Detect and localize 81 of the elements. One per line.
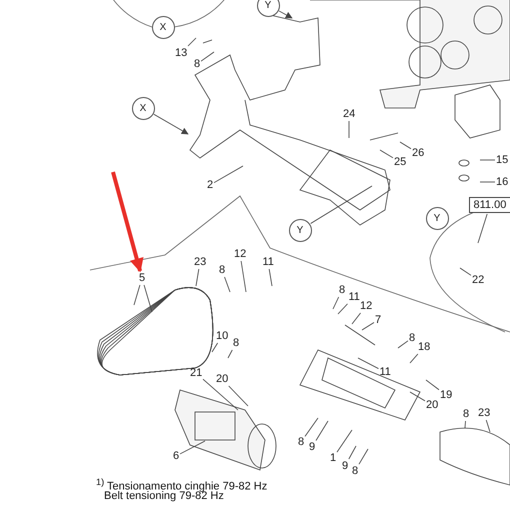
callout-number: 8: [219, 264, 226, 276]
leader-line: [228, 386, 248, 406]
callout-number: 10: [216, 330, 228, 342]
callout-number: 2: [207, 179, 214, 191]
callout-number: 20: [426, 399, 438, 411]
leader-line: [212, 342, 218, 352]
leader-line: [398, 340, 408, 348]
leader-line: [144, 284, 152, 312]
callout-number: 20: [216, 373, 228, 385]
callout-number: 21: [190, 367, 202, 379]
leader-line: [338, 304, 348, 314]
leader-line: [214, 166, 244, 184]
callout-number: 16: [496, 176, 508, 188]
callout-number: 7: [375, 314, 382, 326]
detail-circle-label: X: [152, 16, 174, 38]
callout-number: 12: [234, 248, 246, 260]
callout-number: 8: [298, 436, 304, 448]
leader-line: [332, 296, 340, 310]
callout-number: 5: [139, 272, 146, 284]
callout-number: 22: [472, 274, 484, 286]
leader-line: [348, 120, 350, 138]
leader-line: [362, 322, 374, 330]
leader-line: [240, 260, 246, 292]
note-text: Belt tensioning 79-82 Hz: [104, 490, 224, 503]
leader-line: [400, 142, 412, 150]
callout-number: 25: [394, 156, 406, 168]
leader-line: [200, 52, 214, 62]
callout-number: 8: [409, 332, 416, 344]
leader-line: [188, 38, 196, 46]
arrow: [111, 171, 144, 272]
detail-circle-label: X: [132, 96, 154, 120]
callout-number: 8: [463, 408, 470, 420]
leader-line: [134, 284, 140, 306]
leader-line: [348, 446, 356, 460]
callout-number: 12: [360, 300, 372, 312]
detail-circle-label: Y: [288, 218, 312, 242]
callout-number: 11: [348, 291, 360, 303]
reference-box: 811.00: [468, 197, 510, 213]
leader-line: [224, 276, 230, 292]
callout-number: 8: [194, 58, 200, 70]
leader-line: [486, 420, 490, 432]
leader-line: [352, 312, 361, 324]
callout-number: 8: [233, 337, 240, 349]
leader-line: [380, 150, 394, 158]
arrow: [278, 10, 293, 18]
leader-line: [304, 418, 318, 437]
callout-number: 9: [342, 460, 348, 472]
leader-line: [196, 268, 200, 286]
callout-number: 11: [262, 256, 274, 268]
leader-line: [180, 440, 206, 454]
leader-line: [310, 186, 372, 224]
arrow: [153, 114, 189, 134]
detail-circle-label: Y: [426, 206, 448, 230]
leader-line: [268, 268, 272, 286]
leader-line: [410, 354, 418, 364]
leader-line: [426, 380, 440, 390]
leader-line: [410, 392, 426, 402]
callout-number: 15: [496, 154, 508, 166]
callout-number: 9: [309, 441, 316, 453]
callout-number: 6: [173, 450, 180, 462]
callout-number: 18: [418, 341, 430, 353]
callout-number: 11: [380, 366, 391, 378]
callout-number: 26: [412, 147, 424, 159]
leader-line: [316, 420, 328, 441]
callout-number: 8: [352, 465, 358, 477]
detail-circle-label: Y: [256, 0, 280, 16]
callout-number: 24: [343, 108, 356, 120]
leader-line: [358, 358, 379, 370]
leader-line: [464, 420, 466, 428]
callout-number: 23: [478, 407, 490, 419]
leader-line: [228, 350, 233, 358]
callout-number: 8: [339, 284, 346, 296]
leader-line: [202, 378, 238, 410]
callout-number: 13: [175, 47, 188, 59]
callout-number: 1: [330, 452, 336, 464]
callout-number: 23: [194, 256, 206, 268]
callout-number: 19: [440, 389, 452, 401]
leader-line: [358, 448, 368, 465]
leader-line: [460, 268, 472, 276]
leader-line: [478, 214, 488, 244]
leader-line: [336, 430, 352, 452]
